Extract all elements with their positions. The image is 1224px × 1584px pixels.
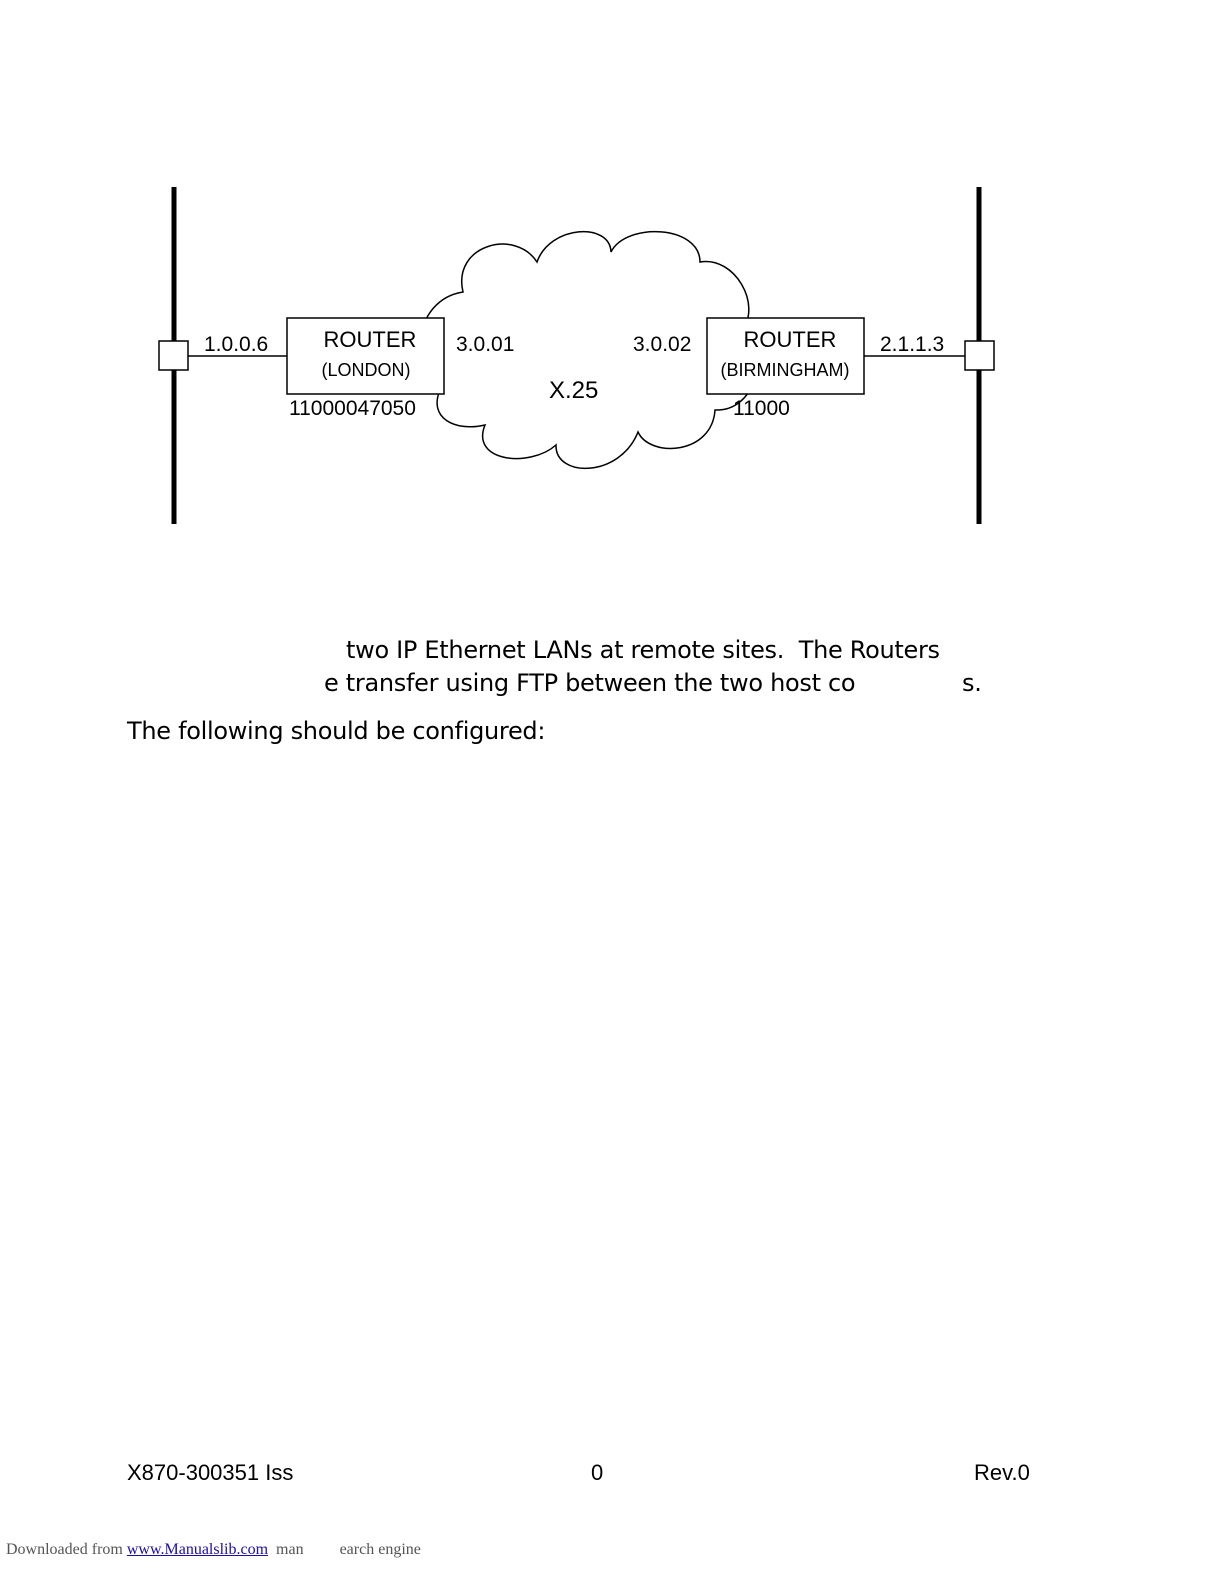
footer-revision: Rev.0 <box>974 1460 1030 1485</box>
body-line-1: two IP Ethernet LANs at remote sites. Th… <box>346 636 940 664</box>
download-prefix: Downloaded from <box>6 1541 127 1558</box>
download-suffix: man earch engine <box>268 1541 421 1558</box>
birmingham-router-box <box>706 317 865 395</box>
birmingham-x25-address: 3.0.02 <box>633 333 691 356</box>
right-lan-address: 2.1.1.3 <box>880 333 944 356</box>
body-line-3: The following should be configured: <box>127 717 546 745</box>
footer-doc-number: X870-300351 Iss <box>127 1460 294 1485</box>
body-line-2: e transfer using FTP between the two hos… <box>324 669 856 697</box>
download-note: Downloaded from www.Manualslib.com man e… <box>6 1541 421 1559</box>
right-transceiver <box>964 340 995 371</box>
london-x25-address: 3.0.01 <box>456 333 514 356</box>
footer-page-number: 0 <box>591 1460 604 1485</box>
network-diagram: 1.0.0.6 ROUTER (LONDON) 3.0.01 110000470… <box>158 187 995 524</box>
london-dte-address: 11000047050 <box>289 397 416 420</box>
left-lan-address: 1.0.0.6 <box>204 333 268 356</box>
manualslib-link[interactable]: www.Manualslib.com <box>126 1541 269 1558</box>
london-router-site: (LONDON) <box>322 360 411 380</box>
london-router-title: ROUTER <box>324 327 417 352</box>
left-transceiver <box>158 340 189 371</box>
london-router-box <box>286 317 445 395</box>
birmingham-router-site: (BIRMINGHAM) <box>721 360 850 380</box>
birmingham-dte-address: 11000 <box>733 397 790 420</box>
network-label: X.25 <box>549 377 598 404</box>
birmingham-router-title: ROUTER <box>744 327 837 352</box>
body-line-2-end: s. <box>962 669 982 697</box>
